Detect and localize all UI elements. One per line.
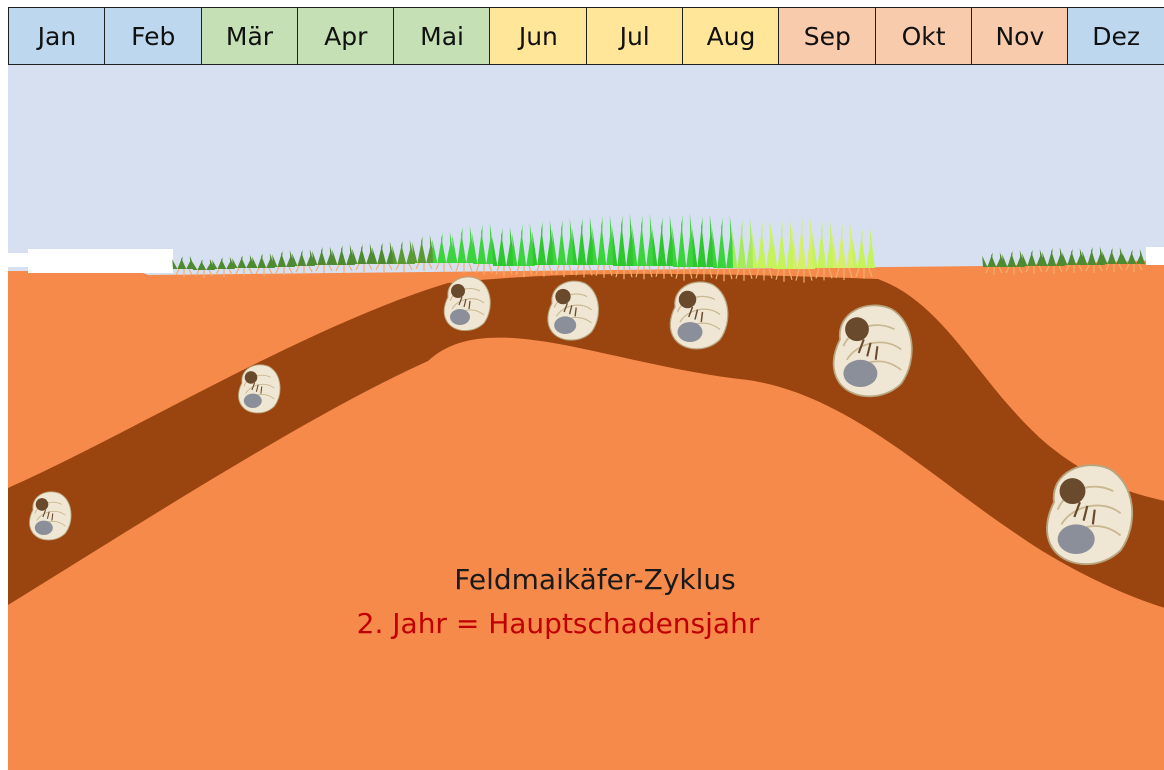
caption-subtitle: 2. Jahr = Hauptschadensjahr <box>357 607 760 640</box>
snow-patch <box>8 253 28 267</box>
month-cell: Jan <box>8 7 106 65</box>
larva <box>444 277 490 330</box>
snow-patch <box>1146 247 1164 265</box>
sky <box>8 65 1164 275</box>
larva <box>548 281 599 340</box>
month-cell: Feb <box>104 7 202 65</box>
caption-title: Feldmaikäfer-Zyklus <box>454 563 735 596</box>
larva <box>30 492 71 540</box>
month-cell: Dez <box>1067 7 1164 65</box>
larva <box>1047 465 1132 564</box>
month-timeline: JanFebMärAprMaiJunJulAugSepOktNovDez <box>8 7 1164 65</box>
month-cell: Mär <box>201 7 299 65</box>
month-cell: Mai <box>393 7 491 65</box>
larva <box>670 282 728 349</box>
soil-cross-section: Feldmaikäfer-Zyklus 2. Jahr = Hauptschad… <box>8 65 1164 770</box>
month-cell: Jun <box>489 7 587 65</box>
larva <box>834 305 912 396</box>
larva <box>239 365 280 413</box>
month-cell: Aug <box>682 7 780 65</box>
month-cell: Sep <box>778 7 876 65</box>
month-cell: Jul <box>586 7 684 65</box>
snow-patch <box>28 249 173 273</box>
month-cell: Nov <box>971 7 1069 65</box>
month-cell: Apr <box>297 7 395 65</box>
month-cell: Okt <box>875 7 973 65</box>
